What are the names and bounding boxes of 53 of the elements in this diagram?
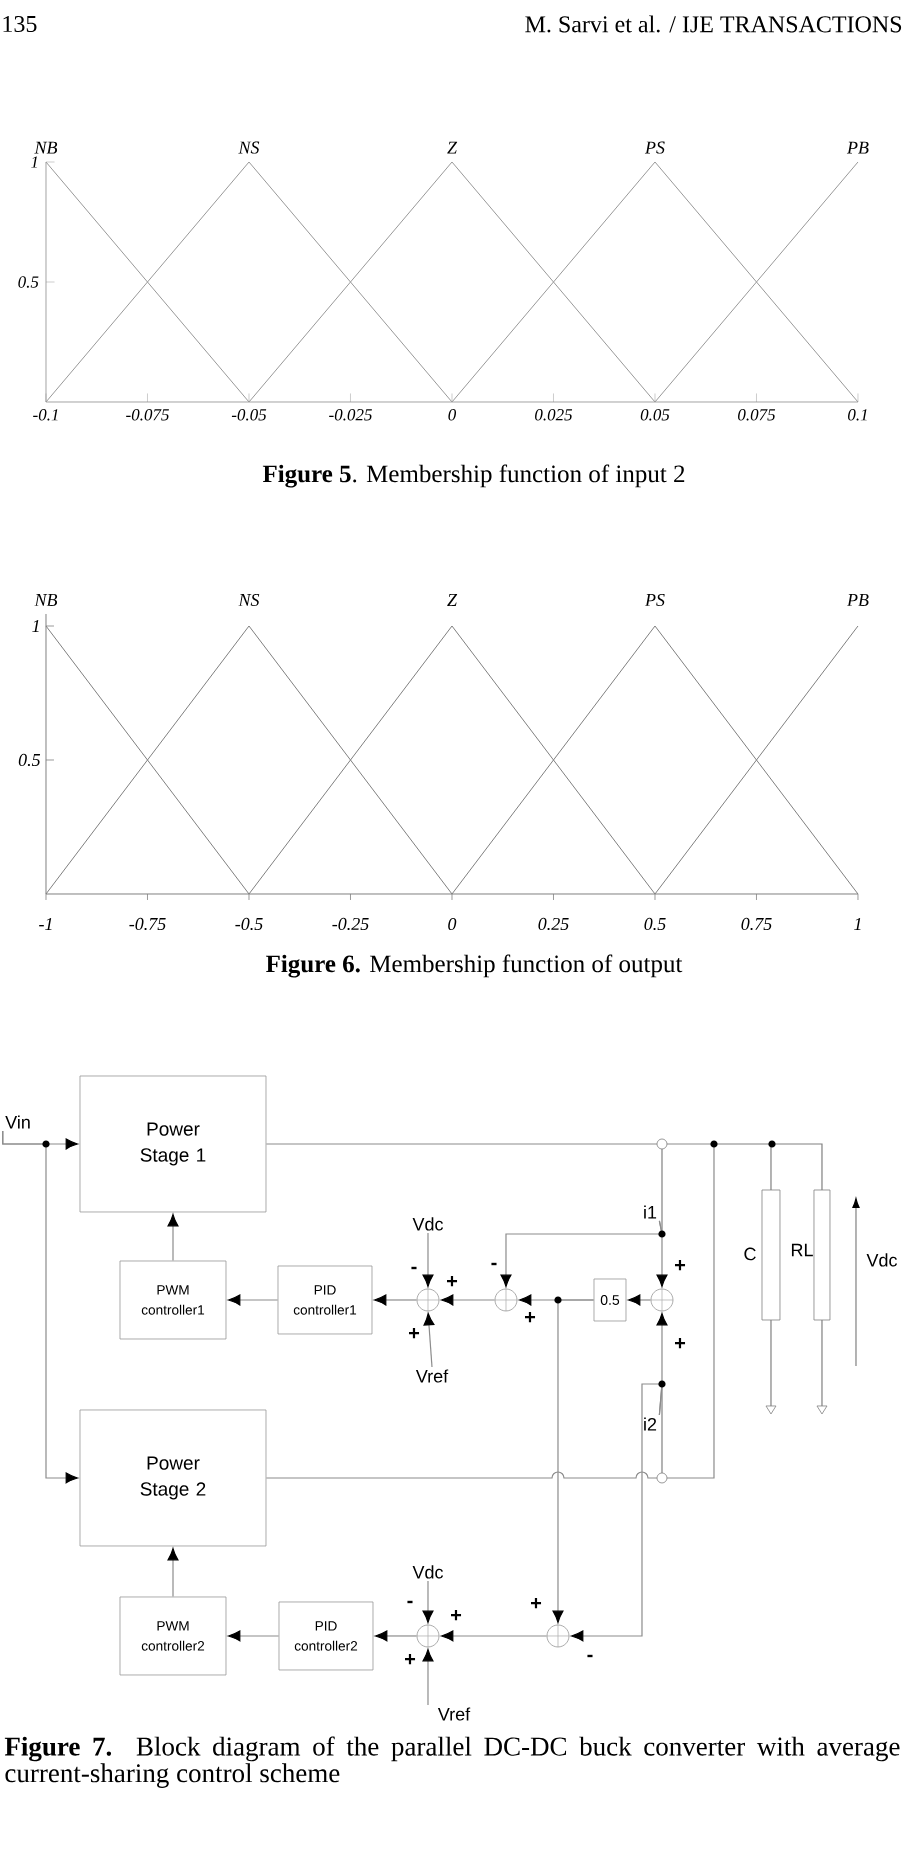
y-tick-label: 1	[31, 156, 38, 168]
axis-tick-label: 0.25	[538, 917, 569, 931]
series-label: NB	[34, 141, 58, 154]
axis-tick-label: -0.25	[332, 917, 369, 931]
axis-tick-label: -0.5	[235, 917, 263, 931]
series-label: NB	[34, 594, 58, 606]
axis-tick-label: 1	[854, 918, 861, 930]
x-tick-label: 0.025	[535, 409, 573, 421]
series-label: PS	[644, 141, 665, 154]
sign-label: +	[675, 1338, 686, 1349]
series-label: Z	[447, 594, 458, 606]
x-tick-label: -0.075	[126, 409, 169, 421]
axis-tick-label: 0.5	[18, 753, 41, 767]
sign-label: -	[411, 1266, 417, 1270]
series-label: PB	[846, 594, 869, 606]
sign-label: +	[409, 1328, 420, 1339]
figure-caption: Figure 5. Membership function of input 2	[262, 464, 685, 488]
figure-caption: Figure 7. Block diagram of the parallel DC-DC buck converter with average current-sharing control scheme	[4, 1736, 900, 1788]
axis-tick-label: 0	[448, 917, 457, 931]
line-chart: -0.1 -0.075 -0.05 -0.025 0 0.025 0.05 0.075 0.1 0.5 1 NB NS Z PS PB	[18, 141, 869, 421]
sign-label: -	[491, 1262, 497, 1266]
sign-label: -	[407, 1600, 413, 1604]
x-tick-label: -0.05	[231, 409, 267, 421]
sign-label: +	[531, 1598, 542, 1609]
sign-label: +	[451, 1610, 462, 1621]
axis-tick-label: 0.5	[644, 917, 666, 931]
series-label: Z	[447, 141, 458, 154]
figure-caption: Figure 6. Membership function of output	[266, 954, 683, 978]
series-label: NS	[238, 141, 260, 154]
x-tick-label: 0	[448, 409, 457, 421]
x-tick-label: -0.025	[329, 409, 372, 421]
x-tick-label: 0.075	[738, 409, 776, 421]
voltage-label: Vdc	[866, 1253, 897, 1267]
page-number: 135	[3, 15, 37, 33]
x-tick-label: 0.1	[848, 409, 867, 421]
axis-tick-label: 1	[32, 620, 39, 632]
sign-label: +	[405, 1654, 416, 1665]
sign-label: +	[675, 1260, 686, 1271]
sign-label: +	[447, 1276, 458, 1287]
sign-label: +	[525, 1312, 536, 1323]
sign-label: -	[587, 1654, 593, 1658]
axis-tick-label: -1	[39, 918, 52, 930]
series-label: NS	[238, 593, 260, 607]
axis-tick-label: 0.75	[741, 917, 772, 931]
series-label: PB	[846, 141, 869, 154]
y-tick-label: 0.5	[18, 276, 39, 288]
component-label: RL	[791, 1243, 813, 1257]
component-label: C	[744, 1247, 756, 1261]
x-tick-label: -0.1	[33, 409, 58, 421]
running-header: M. Sarvi et al. / IJE TRANSACTIONS	[525, 15, 902, 33]
x-tick-label: 0.05	[640, 409, 670, 421]
axis-tick-label: -0.75	[129, 917, 166, 931]
series-label: PS	[644, 593, 665, 607]
